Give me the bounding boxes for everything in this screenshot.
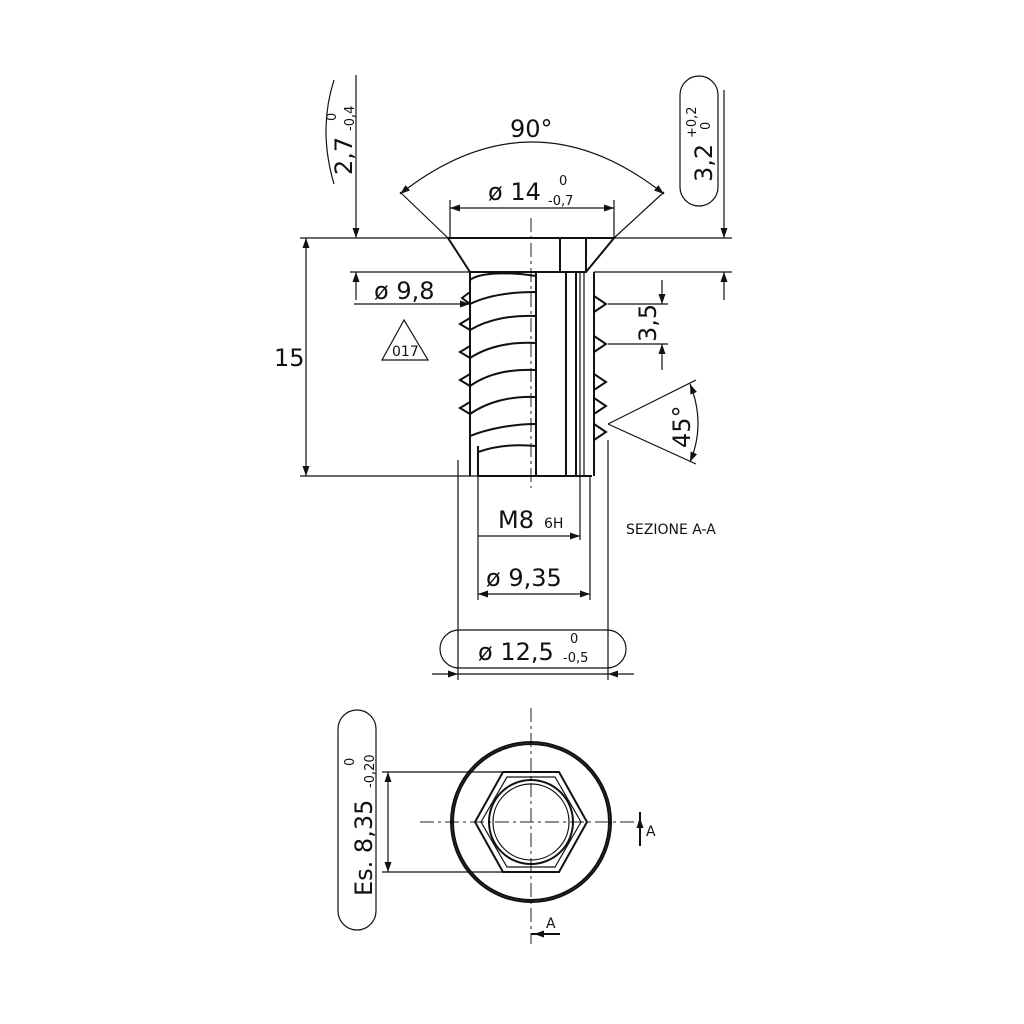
svg-text:0: 0 xyxy=(325,113,340,121)
threaded-body xyxy=(458,272,608,477)
section-view: 90° ø 14 0 -0,7 2,7 0 -0,4 3,2 +0,2 0 xyxy=(274,75,732,680)
svg-text:ø 14: ø 14 xyxy=(488,178,541,206)
svg-text:-0,7: -0,7 xyxy=(548,194,573,209)
svg-text:0: 0 xyxy=(570,632,578,647)
svg-text:0: 0 xyxy=(343,758,358,766)
head-height-dimension: 2,7 0 -0,4 xyxy=(325,106,358,175)
end-view: Es. 8,35 0 -0,20 A A xyxy=(337,708,656,944)
outer-diameter-dimension: ø 12,5 0 -0,5 xyxy=(478,632,588,666)
collar-height-frame xyxy=(679,75,719,207)
svg-text:3,5: 3,5 xyxy=(634,304,662,342)
section-marker-bottom: A xyxy=(546,916,556,932)
svg-text:-0,5: -0,5 xyxy=(563,651,588,666)
total-length-label: 15 xyxy=(274,344,305,372)
bore-circle xyxy=(488,779,574,865)
svg-text:6H: 6H xyxy=(544,516,563,532)
svg-text:Es. 8,35: Es. 8,35 xyxy=(350,800,378,896)
section-marker-right: A xyxy=(646,824,656,840)
svg-text:2,7: 2,7 xyxy=(330,137,358,175)
collar-height-dimension: 3,2 +0,2 0 xyxy=(685,106,718,182)
svg-text:+0,2: +0,2 xyxy=(685,106,700,138)
svg-text:-0,4: -0,4 xyxy=(343,106,358,131)
hex-size-dimension: Es. 8,35 0 -0,20 xyxy=(343,754,378,896)
head-diameter-dimension: ø 14 0 -0,7 xyxy=(488,174,573,209)
core-diameter-dimension: ø 9,35 xyxy=(486,564,562,592)
svg-text:0: 0 xyxy=(559,174,567,189)
svg-text:ø 9,35: ø 9,35 xyxy=(486,564,562,592)
hex-socket xyxy=(473,771,589,873)
thread-pitch-dimension: 3,5 xyxy=(634,304,662,342)
material-triangle xyxy=(380,318,430,361)
svg-text:ø 12,5: ø 12,5 xyxy=(478,638,554,666)
section-label: SEZIONE A-A xyxy=(626,522,716,538)
svg-text:ø 9,8: ø 9,8 xyxy=(374,277,435,305)
material-mark: 017 xyxy=(392,344,419,360)
svg-text:3,2: 3,2 xyxy=(690,144,718,182)
neck-diameter-dimension: ø 9,8 xyxy=(374,277,435,305)
head-circle xyxy=(450,741,612,903)
thread-angle-dimension: 45° xyxy=(668,405,696,448)
svg-text:-0,20: -0,20 xyxy=(363,754,378,788)
inner-thread-dimension: M8 6H xyxy=(498,506,563,534)
svg-text:M8: M8 xyxy=(498,506,534,534)
head-angle-label: 90° xyxy=(510,115,553,143)
outer-diameter-frame xyxy=(439,629,627,669)
svg-text:0: 0 xyxy=(699,122,714,130)
svg-text:45°: 45° xyxy=(668,405,696,448)
hex-size-frame xyxy=(337,709,377,931)
